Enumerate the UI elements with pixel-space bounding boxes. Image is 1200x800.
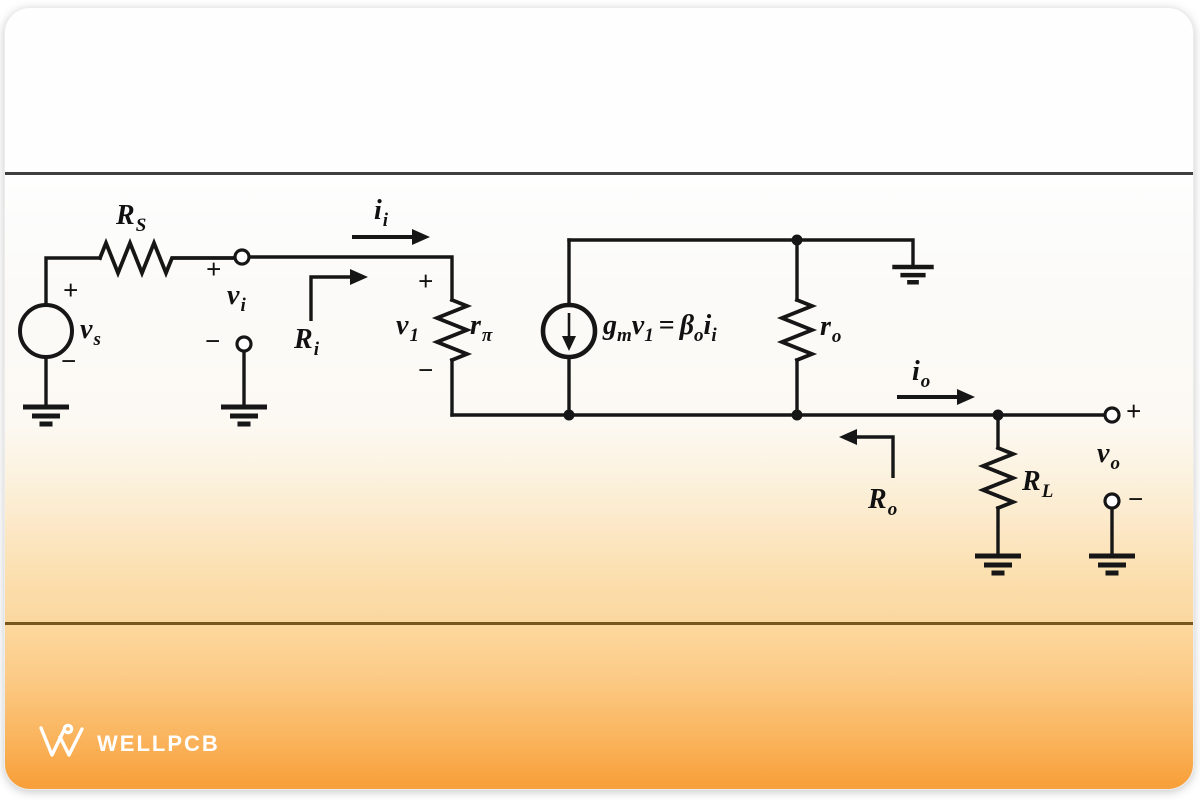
io-label: io xyxy=(912,356,931,392)
rpi-label: rπ xyxy=(470,310,493,346)
vs-label: vs xyxy=(80,314,101,350)
v1-label: v1 xyxy=(396,310,419,346)
junction-dot xyxy=(563,409,575,421)
ro-resistor-zigzag xyxy=(776,297,818,363)
io-current-arrow xyxy=(897,389,975,405)
vs-source-circle xyxy=(18,303,74,359)
vs-minus-sign: − xyxy=(61,346,77,376)
vi-plus-sign: + xyxy=(206,254,222,284)
vi-label: vi xyxy=(227,280,246,316)
wellpcb-logo-icon xyxy=(39,723,84,757)
vo-label: vo xyxy=(1097,438,1120,474)
vo-minus-sign: − xyxy=(1128,484,1144,514)
vi-minus-sign: − xyxy=(205,326,221,356)
rl-label: RL xyxy=(1022,466,1054,502)
bottom-divider-line xyxy=(5,622,1193,625)
vs-plus-sign: + xyxy=(63,275,79,305)
vi-plus-terminal xyxy=(233,248,251,266)
v1-plus-sign: + xyxy=(418,266,434,296)
rl-resistor-zigzag xyxy=(977,445,1019,511)
rs-label: RS xyxy=(116,200,147,236)
v1-minus-sign: − xyxy=(418,355,434,385)
top-rail xyxy=(567,238,915,267)
vo-minus-terminal xyxy=(1103,492,1121,510)
current-source-arrowhead xyxy=(562,336,576,351)
vo-plus-sign: + xyxy=(1126,396,1142,426)
vi-node-to-rpi-wire xyxy=(247,255,454,302)
vs-top-wire xyxy=(44,256,102,307)
top-divider-line xyxy=(5,172,1193,175)
current-source-circle xyxy=(540,302,598,360)
junction-dot xyxy=(791,409,803,421)
vo-plus-terminal xyxy=(1103,406,1121,424)
rpi-resistor-zigzag xyxy=(431,297,473,363)
vi-minus-terminal xyxy=(235,335,253,353)
ro-output-label: Ro xyxy=(868,484,898,520)
rs-resistor-zigzag xyxy=(97,237,237,279)
ro-internal-label: ro xyxy=(820,311,842,347)
ri-arrow xyxy=(309,269,368,321)
wellpcb-logo: WELLPCB xyxy=(38,722,220,760)
ro-arrow xyxy=(839,429,895,478)
current-source-equation: gmv1=βoii xyxy=(603,310,717,346)
junction-dot xyxy=(992,409,1004,421)
ri-label: Ri xyxy=(294,324,319,360)
content-card xyxy=(4,7,1194,790)
ii-label: ii xyxy=(374,195,389,231)
ii-current-arrow xyxy=(352,229,430,245)
junction-dot xyxy=(791,234,803,246)
wellpcb-logo-text: WELLPCB xyxy=(97,731,220,756)
